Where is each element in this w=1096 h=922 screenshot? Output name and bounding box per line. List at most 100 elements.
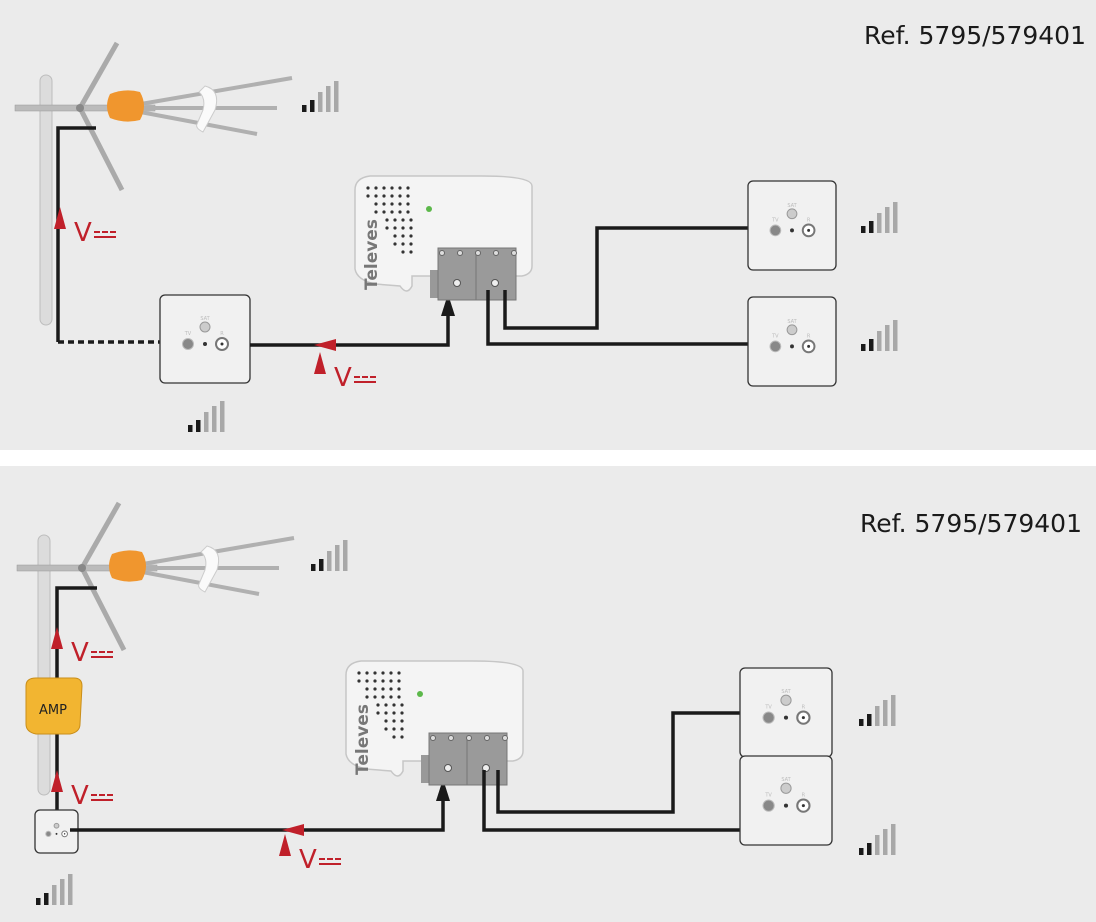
vent-hole	[381, 687, 385, 691]
radio-label: R	[802, 792, 806, 798]
brand-logo: Televes	[362, 219, 382, 290]
signal-bar	[869, 221, 874, 233]
signal-bar	[310, 100, 315, 112]
radio-connector-pin	[807, 228, 811, 232]
vent-hole	[390, 202, 394, 206]
module-screw	[466, 735, 472, 741]
voltage-indicator: V	[51, 627, 113, 668]
vent-hole	[381, 679, 385, 683]
vent-hole	[392, 735, 396, 739]
vent-hole	[376, 711, 380, 715]
vent-hole	[389, 695, 393, 699]
signal-bar	[875, 835, 880, 855]
antenna	[14, 41, 293, 192]
signal-bar	[60, 879, 65, 905]
signal-bar	[36, 898, 41, 905]
dc-symbol	[107, 651, 113, 653]
vent-hole	[374, 210, 378, 214]
sat-connector-icon	[786, 324, 798, 336]
signal-bar	[44, 893, 49, 905]
signal-bar	[220, 401, 225, 432]
vent-hole	[382, 210, 386, 214]
vent-hole	[409, 226, 413, 230]
socket-plate	[747, 296, 837, 387]
sat-connector-icon	[780, 694, 792, 706]
signal-strength-output-1	[861, 202, 898, 233]
vent-hole	[397, 695, 401, 699]
indoor-amplifier: Televes	[354, 175, 533, 301]
vent-hole	[393, 218, 397, 222]
socket-plate	[739, 667, 833, 758]
signal-strength-input	[188, 401, 225, 432]
signal-bar	[883, 829, 888, 855]
vent-hole	[392, 719, 396, 723]
signal-bar	[891, 824, 896, 855]
vent-hole	[398, 186, 402, 190]
vent-hole	[409, 250, 413, 254]
vent-hole	[389, 687, 393, 691]
voltage-arrow-icon	[51, 770, 63, 792]
amplifier-label: AMP	[39, 703, 67, 718]
power-led-icon	[426, 206, 432, 212]
vent-hole	[398, 194, 402, 198]
signal-bar	[318, 92, 323, 112]
vent-hole	[366, 194, 370, 198]
vent-hole	[373, 687, 377, 691]
wall-socket-input	[34, 809, 79, 854]
signal-strength-antenna	[302, 81, 339, 112]
dc-symbol	[94, 231, 100, 233]
vent-hole	[390, 194, 394, 198]
sat-connector-icon	[53, 822, 60, 829]
dc-symbol	[91, 656, 113, 658]
vent-hole	[397, 679, 401, 683]
vent-hole	[374, 202, 378, 206]
voltage-arrow-icon	[51, 627, 63, 649]
antenna	[16, 501, 295, 652]
vent-hole	[381, 695, 385, 699]
signal-bar	[861, 344, 866, 351]
signal-bar	[883, 700, 888, 726]
radio-connector-pin	[807, 344, 811, 348]
signal-bar	[68, 874, 73, 905]
vent-hole	[406, 186, 410, 190]
f-connector-icon	[453, 279, 461, 287]
reflector-arm	[77, 106, 125, 192]
signal-bar	[875, 706, 880, 726]
tv-label: TV	[184, 331, 192, 337]
tv-label: TV	[771, 218, 779, 224]
dc-symbol	[319, 858, 325, 860]
signal-bar	[877, 331, 882, 351]
signal-strength-output-2	[859, 824, 896, 855]
vent-hole	[401, 242, 405, 246]
dc-symbol	[110, 231, 116, 233]
vent-hole	[365, 687, 369, 691]
vent-hole	[389, 679, 393, 683]
dc-symbol	[354, 376, 360, 378]
vent-hole	[393, 226, 397, 230]
reflector-arm	[77, 41, 120, 110]
radio-label: R	[807, 218, 811, 224]
module-block	[428, 732, 508, 786]
vent-hole	[409, 218, 413, 222]
vent-hole	[400, 711, 404, 715]
signal-bar	[52, 885, 57, 905]
signal-bar	[867, 843, 872, 855]
module-side	[430, 270, 440, 298]
dc-symbol	[335, 858, 341, 860]
vent-hole	[398, 202, 402, 206]
signal-bar	[859, 848, 864, 855]
tv-label: TV	[771, 334, 779, 340]
sat-connector-icon	[199, 321, 211, 333]
voltage-indicator: V	[279, 834, 341, 875]
up-arrow-icon	[441, 294, 455, 316]
sat-label: SAT	[787, 319, 797, 325]
signal-bar	[867, 714, 872, 726]
signal-bar	[893, 202, 898, 233]
radio-connector-pin	[63, 833, 66, 835]
input-cable	[70, 795, 445, 832]
vent-hole	[397, 687, 401, 691]
module-block	[437, 247, 517, 301]
module-screw	[457, 250, 463, 256]
voltage-indicator: V	[54, 207, 116, 248]
